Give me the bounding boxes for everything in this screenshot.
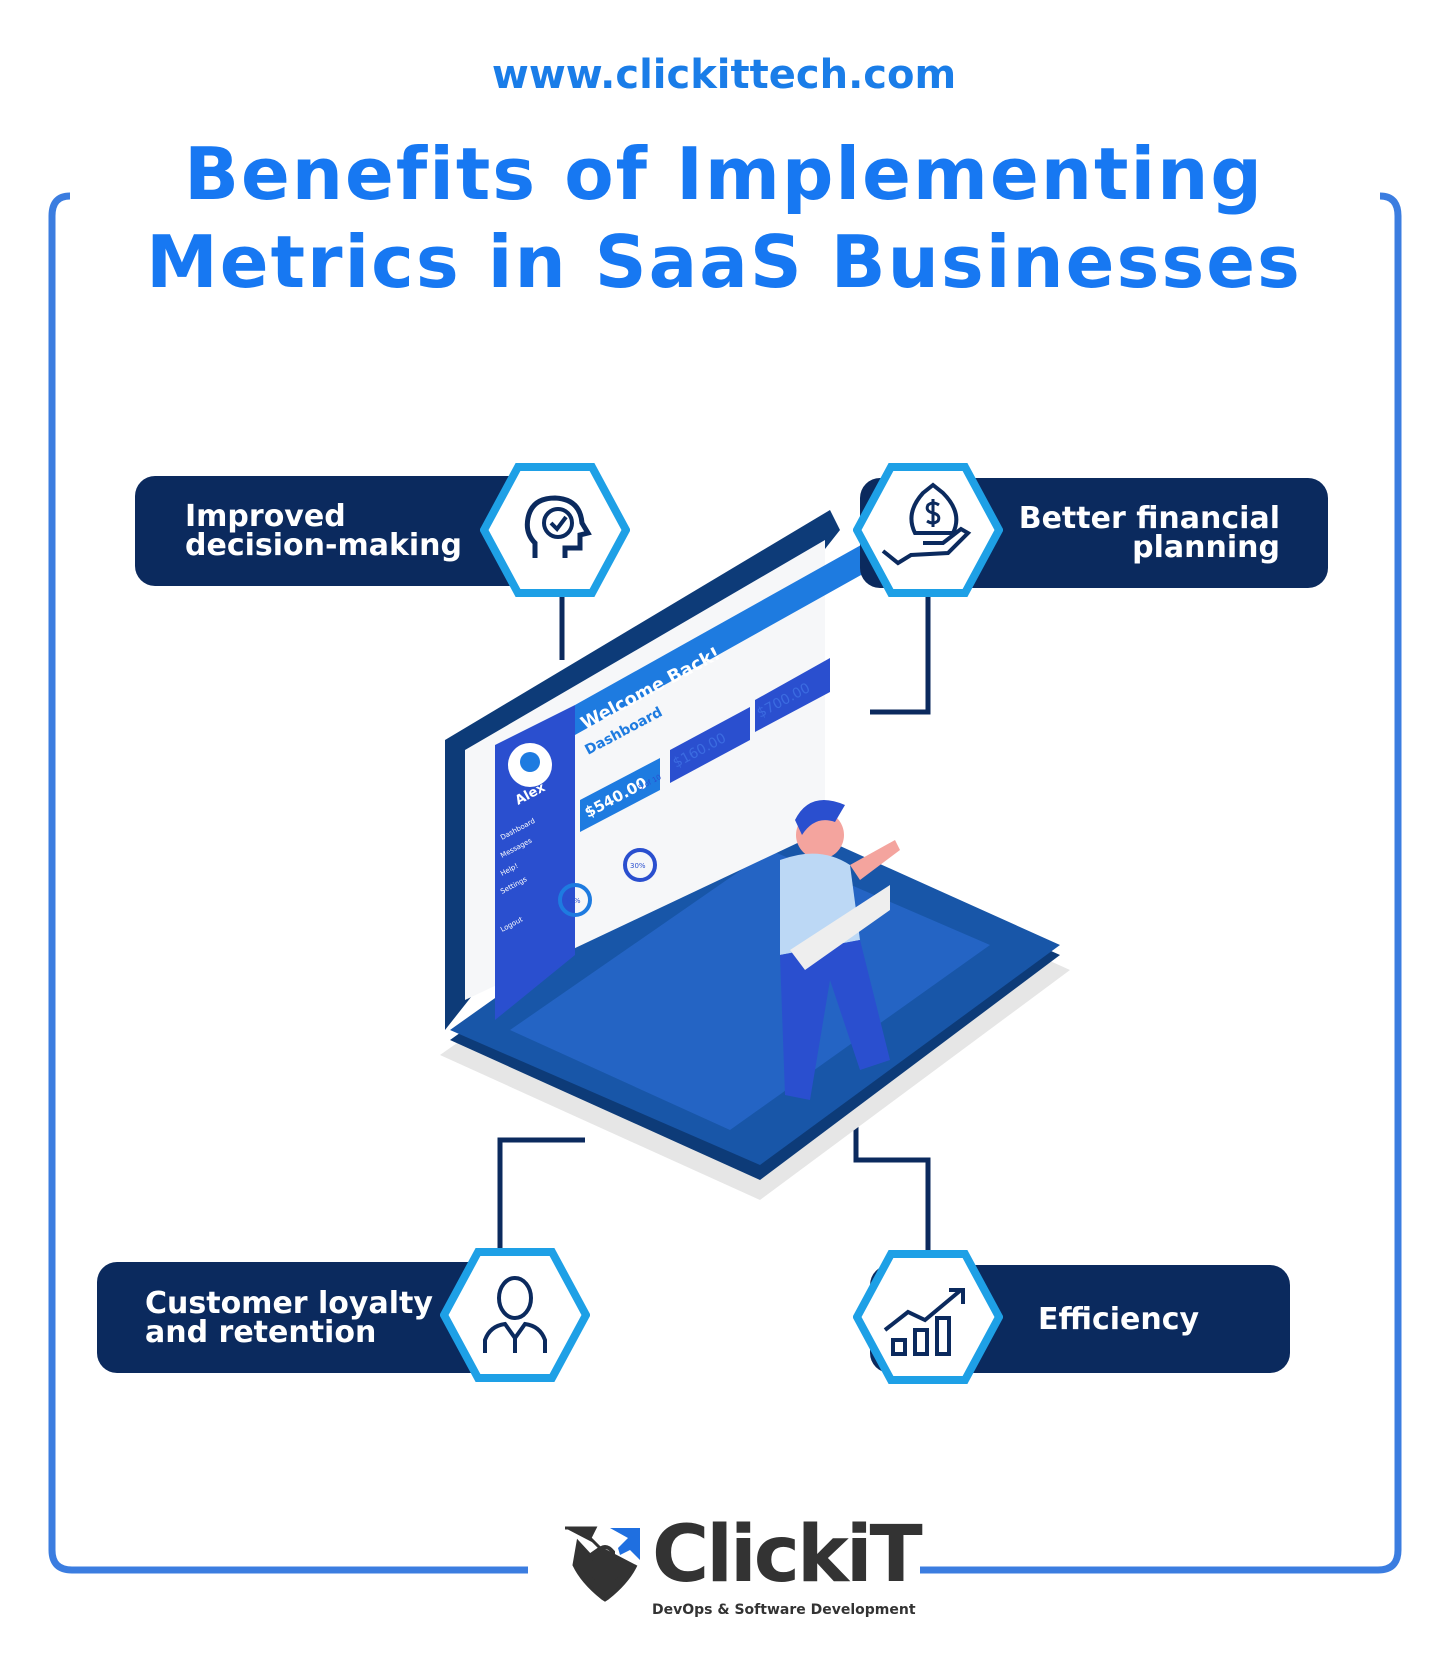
benefit-label: and retention bbox=[145, 1314, 377, 1350]
website-url: www.clickittech.com bbox=[491, 52, 957, 98]
ring-30: 30% bbox=[630, 862, 646, 870]
benefit-label: Customer loyalty bbox=[145, 1285, 433, 1321]
benefit-label: decision-making bbox=[185, 528, 463, 563]
head-check-icon bbox=[480, 463, 630, 597]
clickit-logo-shield bbox=[565, 1526, 640, 1602]
money-bag-hand-icon bbox=[853, 463, 1003, 597]
page-title-line2: Metrics in SaaS Businesses bbox=[146, 220, 1302, 304]
sidebar bbox=[495, 705, 575, 1020]
growth-chart-icon bbox=[853, 1250, 1003, 1384]
clickit-logo-text: ClickiT bbox=[652, 1510, 923, 1600]
customer-person-icon bbox=[440, 1248, 590, 1382]
benefit-label: Efficiency bbox=[1038, 1301, 1200, 1337]
logo-tagline: DevOps & Software Development bbox=[652, 1602, 916, 1618]
laptop-illustration: Welcome Back! Dashboard $540.00 $160.00 … bbox=[440, 510, 1070, 1200]
benefit-label: Improved bbox=[185, 499, 346, 534]
benefit-label: Better financial bbox=[1018, 501, 1280, 536]
benefit-label: planning bbox=[1132, 530, 1280, 565]
page-title-line1: Benefits of Implementing bbox=[184, 132, 1264, 216]
ring-70: 70% bbox=[565, 897, 581, 905]
